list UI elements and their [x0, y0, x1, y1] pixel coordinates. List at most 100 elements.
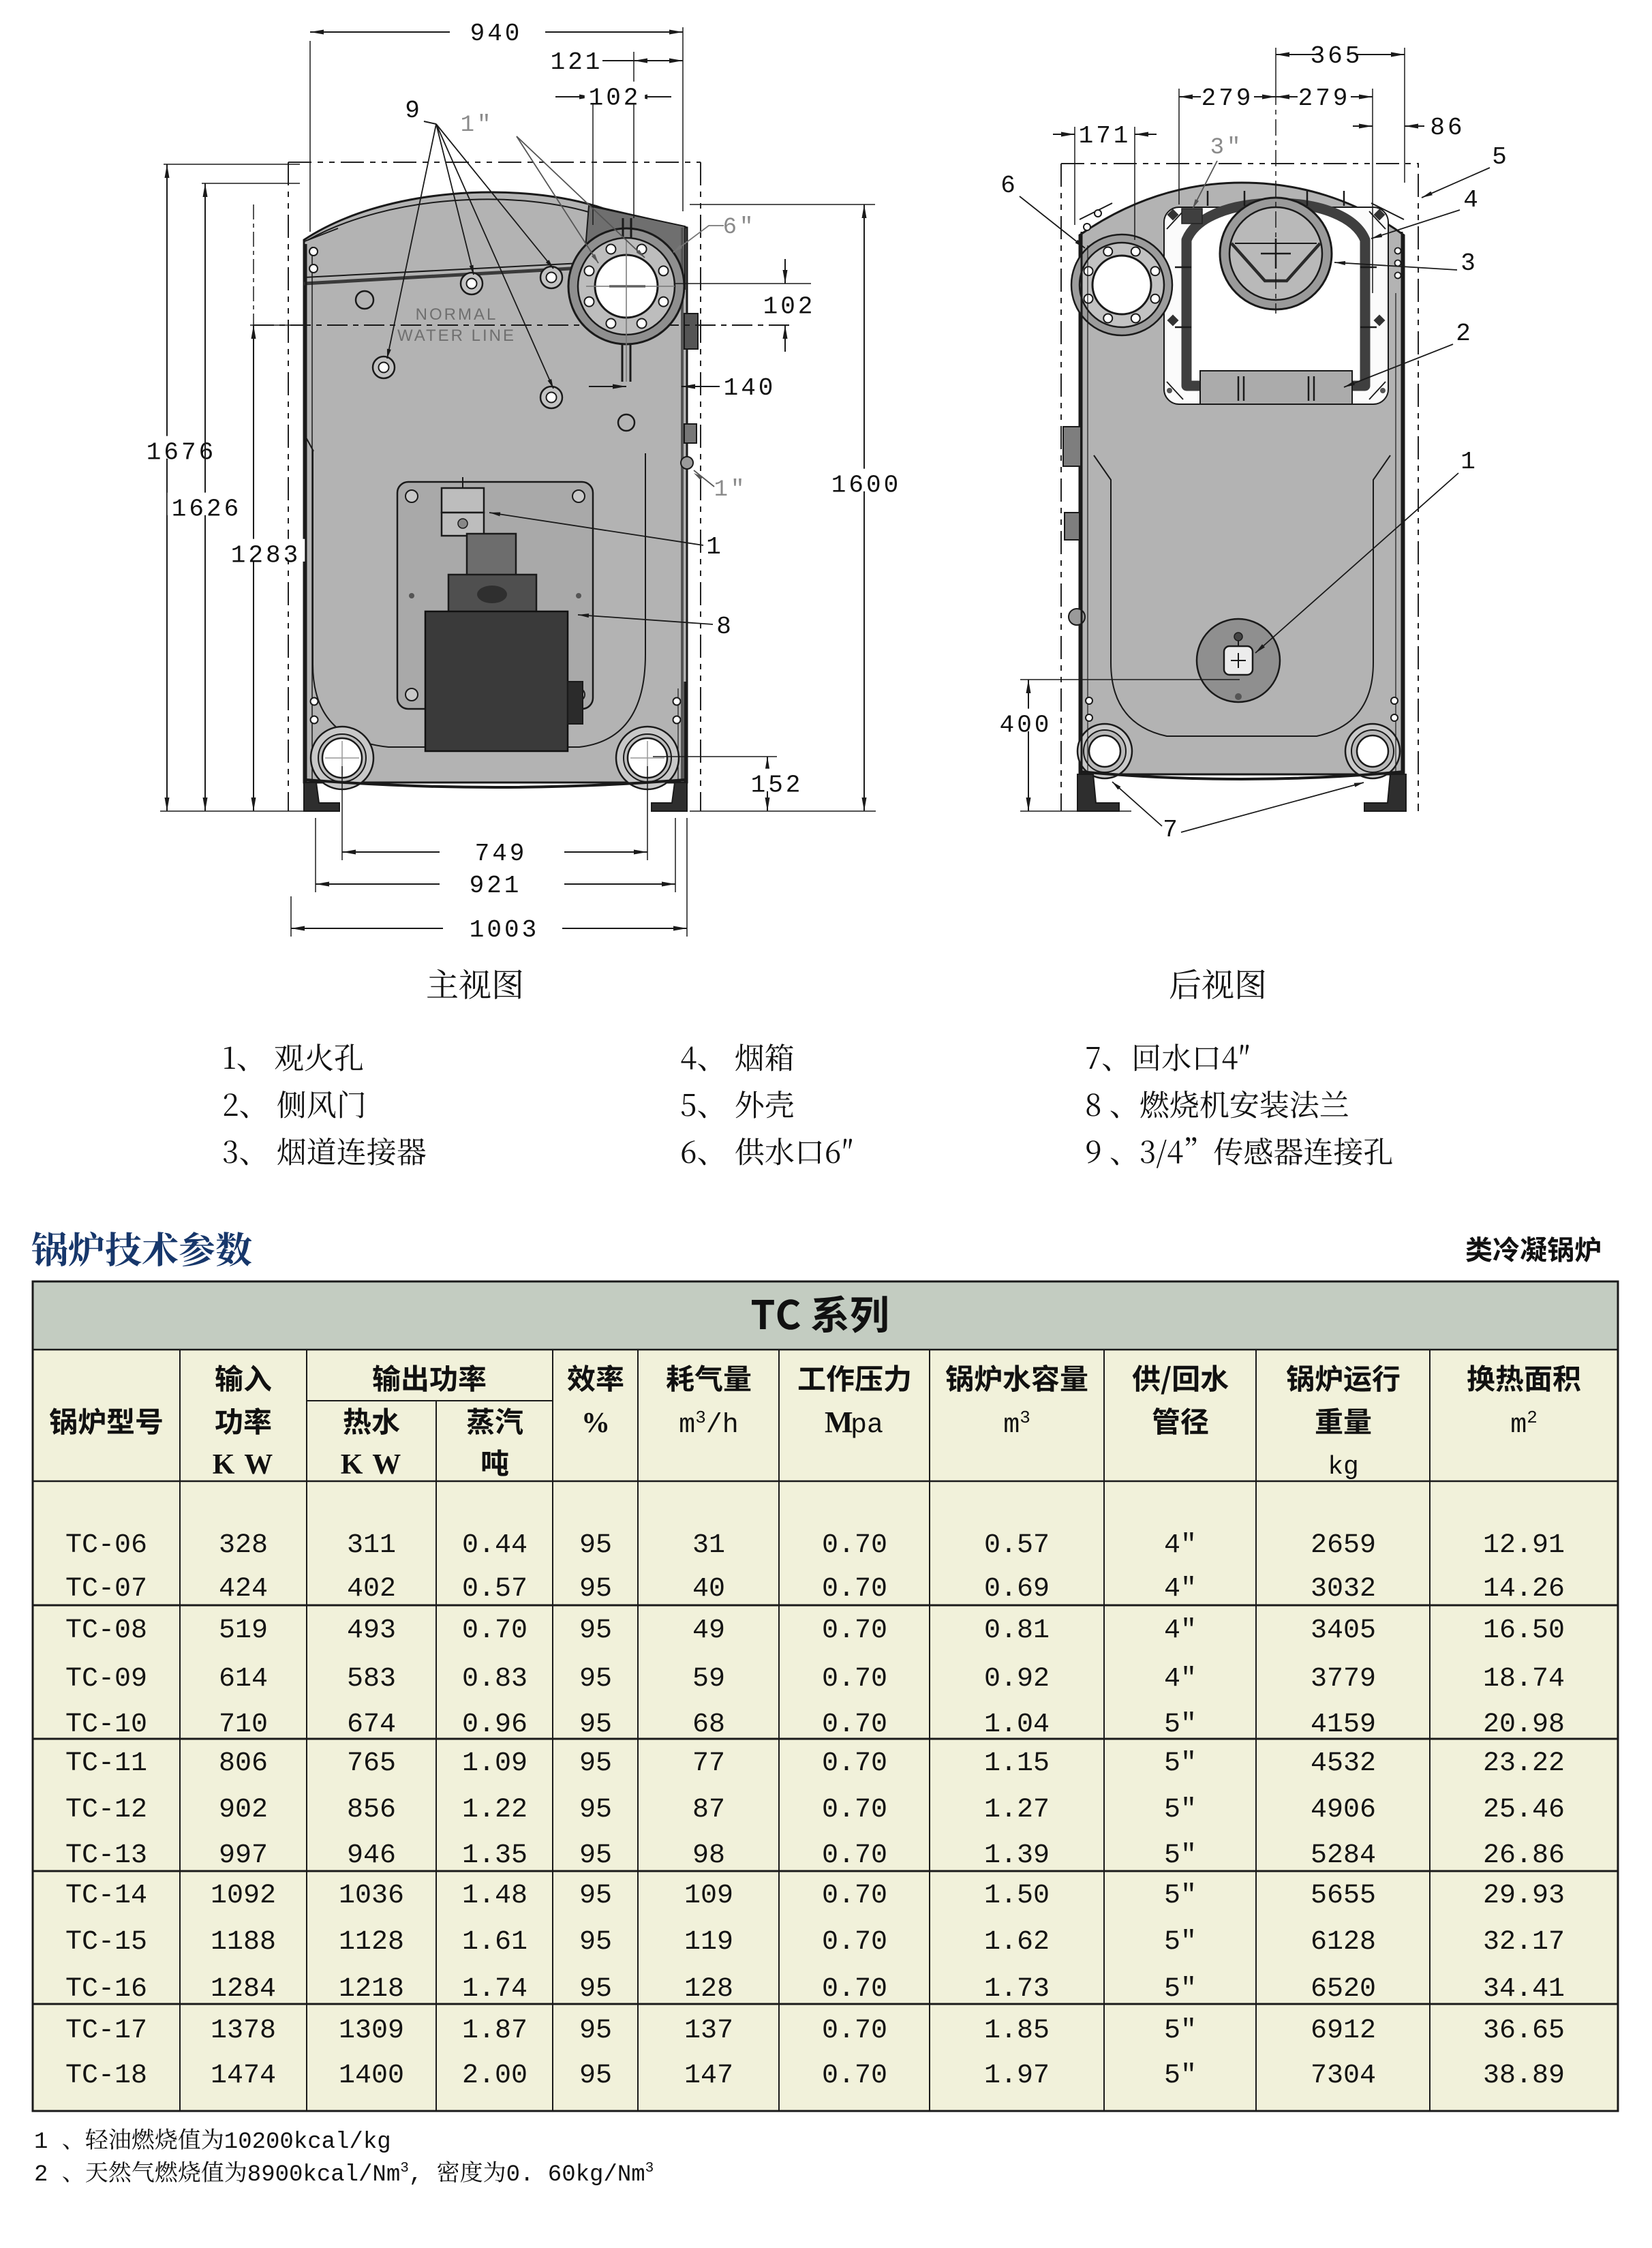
svg-text:5": 5": [1164, 1881, 1197, 1911]
svg-text:1.04: 1.04: [984, 1710, 1050, 1740]
svg-text:5": 5": [1164, 2061, 1197, 2091]
svg-text:3: 3: [1460, 249, 1478, 277]
svg-text:3: 3: [645, 2161, 654, 2176]
svg-text:kg: kg: [1328, 1453, 1359, 1482]
svg-text:152: 152: [751, 772, 804, 800]
svg-text:1283: 1283: [231, 542, 301, 570]
svg-text:1.48: 1.48: [462, 1881, 527, 1911]
svg-text:749: 749: [475, 840, 527, 868]
svg-text:0.70: 0.70: [822, 1927, 887, 1958]
svg-text:1003: 1003: [470, 916, 539, 944]
svg-text:40: 40: [692, 1574, 725, 1605]
svg-text:12.91: 12.91: [1483, 1530, 1565, 1561]
svg-text:9: 9: [405, 97, 423, 125]
svg-text:5284: 5284: [1311, 1840, 1376, 1871]
svg-text:0.70: 0.70: [822, 1795, 887, 1825]
svg-text:1": 1": [714, 477, 748, 503]
svg-text:171: 171: [1079, 122, 1131, 150]
svg-text:87: 87: [692, 1795, 725, 1825]
svg-text:1309: 1309: [339, 2016, 404, 2046]
svg-text:583: 583: [347, 1664, 396, 1695]
svg-text:140: 140: [724, 374, 776, 402]
svg-text:6912: 6912: [1311, 2016, 1376, 2046]
svg-text:1474: 1474: [211, 2061, 276, 2091]
svg-text:1.39: 1.39: [984, 1840, 1050, 1871]
svg-text:7: 7: [1163, 816, 1180, 844]
svg-text:95: 95: [579, 1974, 612, 2005]
svg-text:TC-13: TC-13: [65, 1840, 147, 1871]
svg-text:1378: 1378: [211, 2016, 276, 2046]
svg-text:WATER LINE: WATER LINE: [397, 326, 516, 345]
svg-text:95: 95: [579, 1664, 612, 1695]
svg-text:26.86: 26.86: [1483, 1840, 1565, 1871]
svg-text:2.00: 2.00: [462, 2061, 527, 2091]
svg-text:109: 109: [684, 1881, 733, 1911]
svg-text:4": 4": [1164, 1615, 1197, 1646]
svg-text:0.69: 0.69: [984, 1574, 1050, 1605]
svg-text:95: 95: [579, 1615, 612, 1646]
svg-text:1: 1: [1460, 448, 1478, 476]
svg-text:pa: pa: [851, 1410, 883, 1441]
svg-text:m2: m2: [1510, 1408, 1538, 1441]
svg-text:14.26: 14.26: [1483, 1574, 1565, 1605]
svg-text:279: 279: [1298, 85, 1351, 112]
svg-text:TC-14: TC-14: [65, 1881, 147, 1911]
svg-text:23.22: 23.22: [1483, 1748, 1565, 1779]
svg-text:1.35: 1.35: [462, 1840, 527, 1871]
svg-text:147: 147: [684, 2061, 733, 2091]
svg-text:0.81: 0.81: [984, 1615, 1050, 1646]
svg-text:119: 119: [684, 1927, 733, 1958]
svg-text:997: 997: [219, 1840, 268, 1871]
svg-text:902: 902: [219, 1795, 268, 1825]
svg-text:31: 31: [692, 1530, 725, 1561]
svg-text:0.83: 0.83: [462, 1664, 527, 1695]
svg-text:402: 402: [347, 1574, 396, 1605]
svg-text:TC-11: TC-11: [65, 1748, 147, 1779]
svg-text:4": 4": [1164, 1530, 1197, 1561]
svg-text:493: 493: [347, 1615, 396, 1646]
svg-text:95: 95: [579, 2061, 612, 2091]
svg-text:1.15: 1.15: [984, 1748, 1050, 1779]
svg-text:1.62: 1.62: [984, 1927, 1050, 1958]
svg-text:4": 4": [1164, 1574, 1197, 1605]
svg-text:20.98: 20.98: [1483, 1710, 1565, 1740]
svg-text:0.70: 0.70: [822, 1530, 887, 1561]
svg-text:95: 95: [579, 1927, 612, 1958]
svg-text:940: 940: [470, 20, 523, 48]
svg-text:400: 400: [1000, 712, 1052, 740]
svg-text:M: M: [825, 1406, 853, 1439]
svg-text:68: 68: [692, 1710, 725, 1740]
svg-text:5: 5: [1492, 143, 1510, 171]
svg-text:95: 95: [579, 1710, 612, 1740]
svg-text:0.92: 0.92: [984, 1664, 1050, 1695]
svg-text:5": 5": [1164, 1795, 1197, 1825]
svg-text:3": 3": [1210, 135, 1244, 161]
svg-text:0.57: 0.57: [984, 1530, 1050, 1561]
svg-text:,: ,: [409, 2162, 423, 2188]
svg-text:102: 102: [589, 85, 641, 112]
svg-text:2: 2: [34, 2162, 48, 2188]
svg-text:95: 95: [579, 1840, 612, 1871]
svg-text:K W: K W: [341, 1449, 402, 1480]
svg-text:95: 95: [579, 1530, 612, 1561]
svg-text:5": 5": [1164, 1710, 1197, 1740]
svg-text:25.46: 25.46: [1483, 1795, 1565, 1825]
svg-text:0.70: 0.70: [822, 2061, 887, 2091]
svg-text:856: 856: [347, 1795, 396, 1825]
svg-text:4532: 4532: [1311, 1748, 1376, 1779]
svg-text:TC-06: TC-06: [65, 1530, 147, 1561]
svg-text:2: 2: [1456, 320, 1473, 348]
svg-text:4": 4": [1164, 1664, 1197, 1695]
svg-text:3032: 3032: [1311, 1574, 1376, 1605]
svg-text:128: 128: [684, 1974, 733, 2005]
svg-text:1.27: 1.27: [984, 1795, 1050, 1825]
svg-text:6520: 6520: [1311, 1974, 1376, 2005]
svg-text:%: %: [581, 1408, 610, 1439]
svg-text:1218: 1218: [339, 1974, 404, 2005]
svg-text:1128: 1128: [339, 1927, 404, 1958]
svg-text:1.61: 1.61: [462, 1927, 527, 1958]
svg-text:806: 806: [219, 1748, 268, 1779]
svg-text:0.70: 0.70: [822, 1881, 887, 1911]
svg-text:1.97: 1.97: [984, 2061, 1050, 2091]
svg-text:1": 1": [461, 112, 494, 138]
